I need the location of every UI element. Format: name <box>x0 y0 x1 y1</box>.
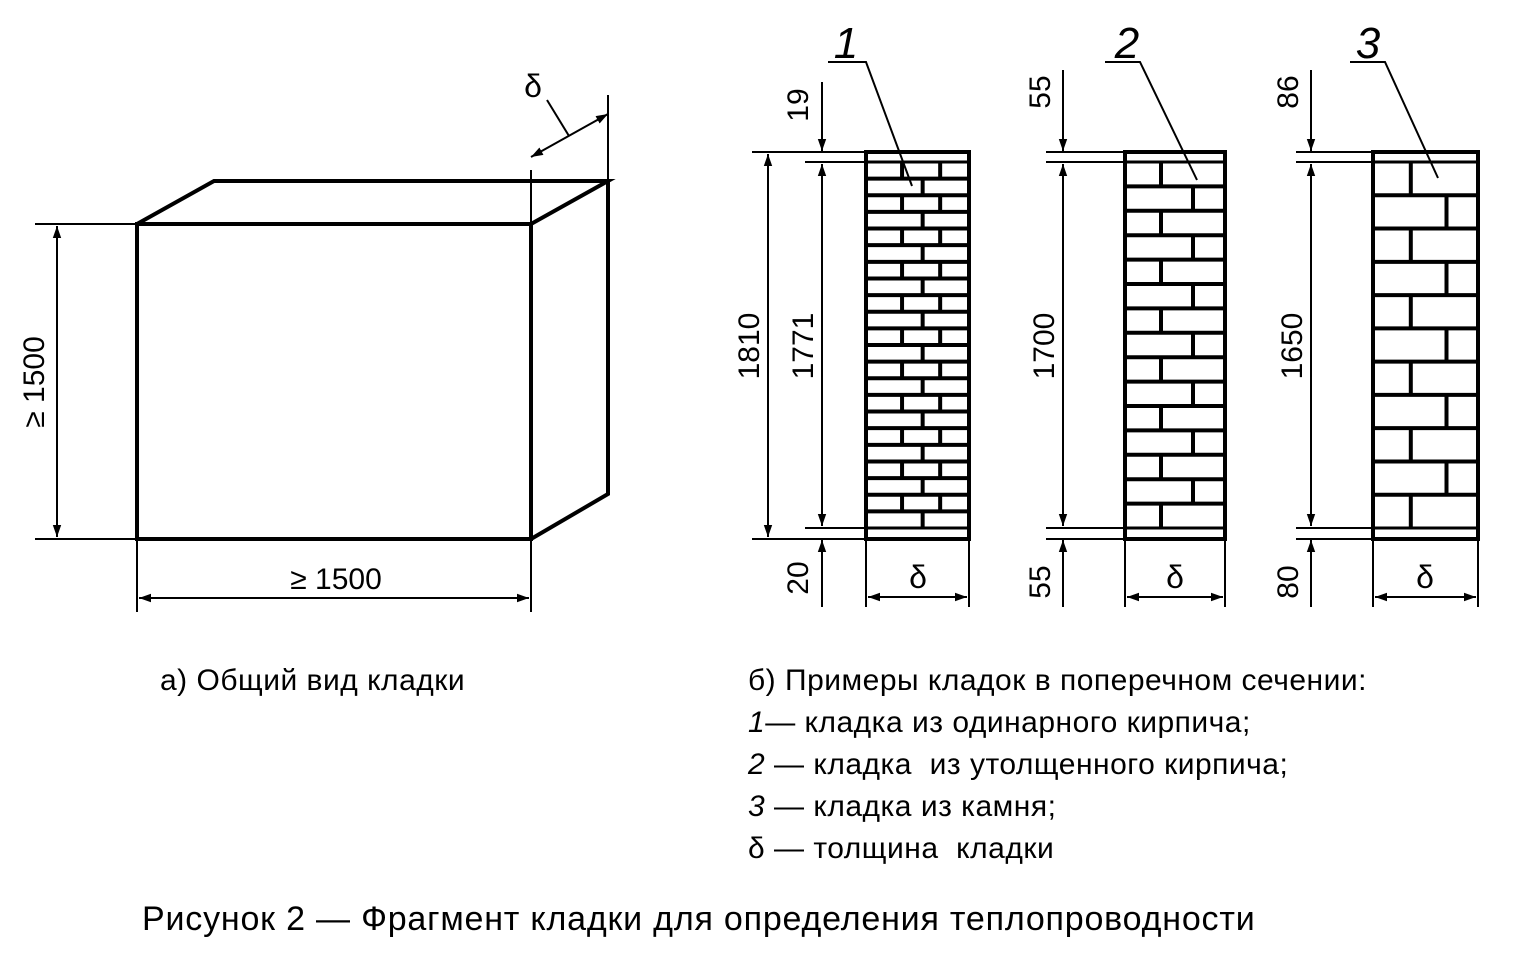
panel-a-box <box>35 95 616 612</box>
section-2-bottom-joint-label: 55 <box>1024 565 1057 598</box>
legend-text-1: — кладка из одинарного кирпича; <box>765 706 1251 739</box>
box-side-face <box>529 181 610 541</box>
section-2-number: 2 <box>1114 19 1139 68</box>
legend-item-1: 1— кладка из одинарного кирпича; <box>748 702 1367 744</box>
section-2-inner-height-label: 1700 <box>1028 313 1061 380</box>
section-1-inner-height-label: 1771 <box>787 313 820 380</box>
section-3-leader <box>1350 61 1439 179</box>
box-front-face <box>135 222 533 541</box>
section-1-bottom-joint-label: 20 <box>782 561 815 594</box>
section-1 <box>752 61 971 607</box>
section-3-wall <box>1371 150 1480 541</box>
box-top-face <box>136 179 616 226</box>
width-dimension-label: ≥ 1500 <box>290 563 382 596</box>
legend-item-2: 2 — кладка из утолщенного кирпича; <box>748 744 1367 786</box>
legend-text-3: — кладка из камня; <box>765 790 1057 823</box>
section-3-inner-height-label: 1650 <box>1276 313 1309 380</box>
section-1-leader <box>828 61 913 187</box>
legend-key-1: 1 <box>748 706 766 739</box>
section-3-stone-pattern <box>1373 162 1478 528</box>
thickness-symbol: δ <box>524 68 542 104</box>
section-1-thickness-symbol: δ <box>909 559 927 595</box>
section-2-brick-pattern <box>1125 162 1225 528</box>
section-2-top-joint-label: 55 <box>1024 75 1057 108</box>
panel-b-sections <box>752 61 1480 607</box>
panel-b-caption-title: б) Примеры кладок в поперечном сечении: <box>748 664 1367 697</box>
section-3-number: 3 <box>1356 19 1381 68</box>
legend-item-delta: δ — толщина кладки <box>748 828 1367 870</box>
section-3-bottom-joint-label: 80 <box>1272 565 1305 598</box>
section-3-top-joint-label: 86 <box>1272 75 1305 108</box>
section-1-overall-height-label: 1810 <box>733 313 766 380</box>
section-2 <box>1046 61 1227 607</box>
section-3-thickness-symbol: δ <box>1416 559 1434 595</box>
figure-title: Рисунок 2 — Фрагмент кладки для определе… <box>142 900 1256 938</box>
section-2-wall <box>1123 150 1227 541</box>
legend-key-3: 3 <box>748 790 766 823</box>
legend-item-3: 3 — кладка из камня; <box>748 786 1367 828</box>
panel-b-caption: б) Примеры кладок в поперечном сечении: … <box>748 660 1367 870</box>
height-dimension-label: ≥ 1500 <box>18 336 51 428</box>
section-1-number: 1 <box>834 19 858 68</box>
section-1-brick-pattern <box>866 162 969 528</box>
section-2-thickness-symbol: δ <box>1166 559 1184 595</box>
legend-text-delta: — толщина кладки <box>765 832 1055 865</box>
legend-text-2: — кладка из утолщенного кирпича; <box>765 748 1289 781</box>
panel-a-caption: а) Общий вид кладки <box>160 664 466 697</box>
section-2-leader <box>1105 61 1198 181</box>
legend-key-2: 2 <box>748 748 766 781</box>
section-1-top-joint-label: 19 <box>782 88 815 121</box>
section-3 <box>1296 61 1480 607</box>
legend-key-delta: δ <box>748 832 766 865</box>
